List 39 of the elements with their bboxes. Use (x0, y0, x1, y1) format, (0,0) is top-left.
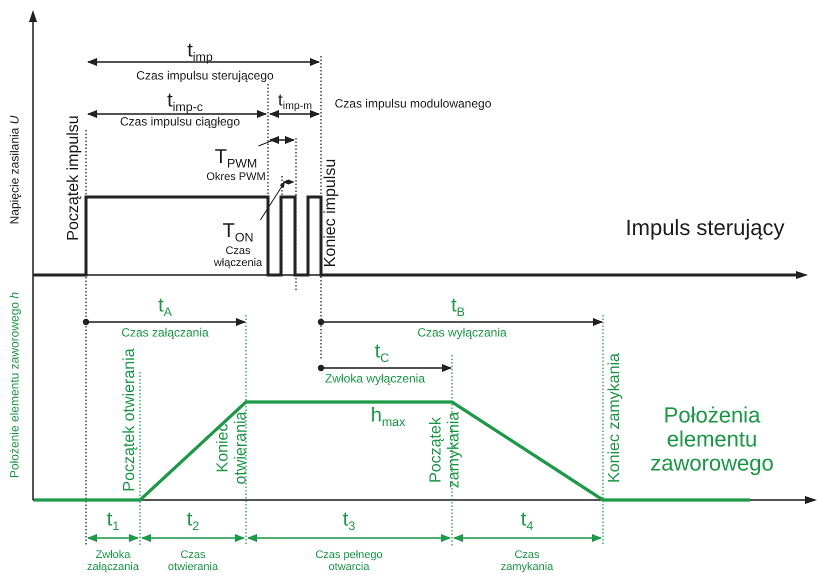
leader-line (260, 182, 286, 220)
time-symbol: t$_{imp}$ (187, 40, 213, 64)
event-label: Początek otwierania (121, 348, 139, 492)
dimension-line (269, 136, 295, 144)
time-symbol: t$_{B}$ (451, 294, 465, 320)
dimension-caption: Zwłoka wyłączenia (324, 372, 426, 386)
dimension-line (282, 180, 294, 184)
axis-title: Napięcie zasilania U (8, 116, 22, 224)
dimension-caption: Zwłoka załączania (86, 548, 140, 574)
time-symbol: t$_{2}$ (186, 508, 200, 534)
event-label: Początek impulsu (65, 115, 83, 241)
time-symbol: t$_{4}$ (520, 508, 534, 534)
symbol-caption: Okres PWM (205, 170, 267, 184)
time-symbol: t$_{imp-c}$ (167, 90, 203, 114)
event-label: Początek zamykania (427, 410, 463, 490)
symbol-caption: Czas włączenia (212, 244, 264, 270)
time-symbol: T$_{ON}$ (222, 220, 254, 245)
time-symbol: t$_{imp-m}$ (278, 91, 312, 113)
dimension-caption: Czas zamykania (500, 548, 554, 574)
dimension-caption: Czas wyłączania (417, 326, 507, 340)
dimension-caption: Czas impulsu ciągłego (120, 115, 240, 129)
signal-title: Impuls sterujący (626, 216, 784, 240)
axis-title: Położenie elementu zaworowego h (8, 292, 22, 478)
dimension-caption: Czas otwierania (166, 548, 220, 574)
time-symbol: t$_{1}$ (106, 508, 120, 534)
event-label: Koniec impulsu (322, 158, 340, 268)
dimension-caption: Czas impulsu sterującego (136, 69, 274, 83)
leader-line (258, 140, 274, 146)
event-label: Koniec otwierania (214, 410, 250, 486)
time-symbol: T$_{PWM}$ (214, 146, 258, 171)
time-symbol: t$_{3}$ (342, 508, 356, 534)
time-symbol: h$_{max}$ (370, 404, 406, 430)
dimension-caption: Czas załączania (121, 326, 209, 340)
signal-title: Położenia elementu zaworowego (649, 404, 775, 476)
dimension-caption: Czas impulsu modulowanego (334, 97, 492, 111)
time-symbol: t$_{C}$ (374, 340, 390, 366)
dimension-caption: Czas pełnego otwarcia (314, 548, 384, 574)
time-symbol: t$_{A}$ (158, 294, 172, 320)
event-label: Koniec zamykania (606, 353, 624, 483)
